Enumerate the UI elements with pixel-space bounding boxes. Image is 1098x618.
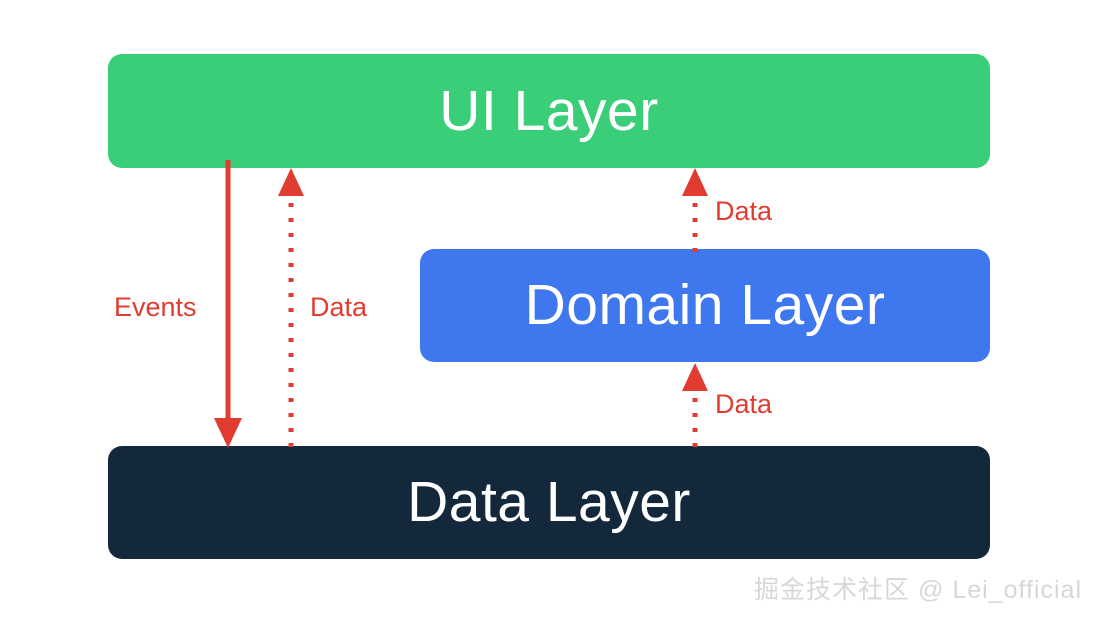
- data-arrow-domain-to-ui: [672, 165, 718, 255]
- data-arrow-data-to-ui: [268, 165, 314, 452]
- events-connector-label: Events: [114, 292, 197, 322]
- data-connector-label-lower-right: Data: [715, 389, 773, 419]
- ui-layer-box[interactable]: UI Layer: [108, 54, 990, 168]
- data-layer-label: Data Layer: [407, 470, 691, 534]
- data-arrow-data-to-domain: [672, 360, 718, 450]
- ui-layer-label: UI Layer: [439, 78, 659, 143]
- data-connector-label-upper-right: Data: [715, 196, 773, 226]
- data-connector-label-left: Data: [310, 292, 368, 322]
- events-arrow-ui-to-data: [205, 160, 251, 452]
- domain-layer-box[interactable]: Domain Layer: [420, 249, 990, 362]
- watermark: 掘金技术社区 @ Lei_official: [754, 576, 1082, 604]
- data-layer-box[interactable]: Data Layer: [108, 446, 990, 559]
- domain-layer-label: Domain Layer: [524, 273, 886, 337]
